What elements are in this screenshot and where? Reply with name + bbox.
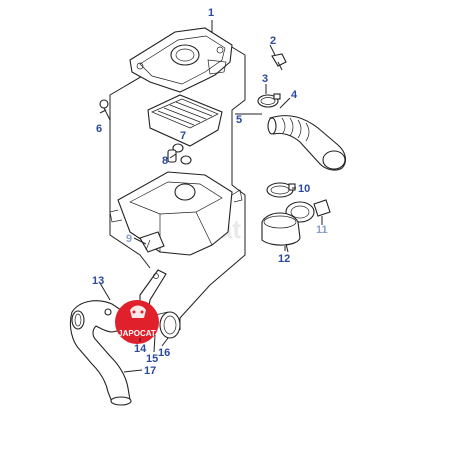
- callout-2: 2: [270, 35, 276, 47]
- leader-lines: [99, 20, 323, 373]
- callout-9: 9: [126, 233, 132, 245]
- japocat-logo: JAPOCAT: [115, 300, 159, 344]
- bolt: [99, 99, 111, 121]
- callout-11: 11: [316, 224, 328, 236]
- callout-15: 15: [146, 353, 158, 365]
- callout-1: 1: [208, 7, 214, 19]
- joint: [104, 308, 181, 339]
- callout-6: 6: [96, 123, 102, 135]
- clamp-10: [266, 182, 296, 198]
- callout-12: 12: [278, 253, 290, 265]
- svg-text:JAPOCAT: JAPOCAT: [118, 329, 156, 338]
- resonator-duct: [261, 201, 315, 253]
- callouts: 1 2 3 4 5 6 7 8 9 10 11 12 13 14 15 16 1…: [92, 7, 328, 377]
- callout-8: 8: [162, 155, 168, 167]
- callout-10: 10: [298, 183, 310, 195]
- filter-element: [147, 94, 223, 147]
- grommet: [167, 143, 192, 165]
- air-cleaner-cover: [129, 27, 233, 93]
- clip: [271, 53, 287, 71]
- hose-clamp: [257, 93, 281, 108]
- callout-14: 14: [134, 343, 147, 355]
- clip-11: [313, 199, 331, 217]
- callout-7: 7: [180, 130, 186, 142]
- air-cleaner-case: [109, 171, 243, 256]
- callout-17: 17: [144, 365, 156, 377]
- callout-16: 16: [158, 347, 170, 359]
- callout-3: 3: [262, 73, 268, 85]
- air-intake-hose: [267, 115, 347, 171]
- callout-13: 13: [92, 275, 104, 287]
- callout-4: 4: [291, 89, 298, 101]
- callout-5: 5: [236, 114, 242, 126]
